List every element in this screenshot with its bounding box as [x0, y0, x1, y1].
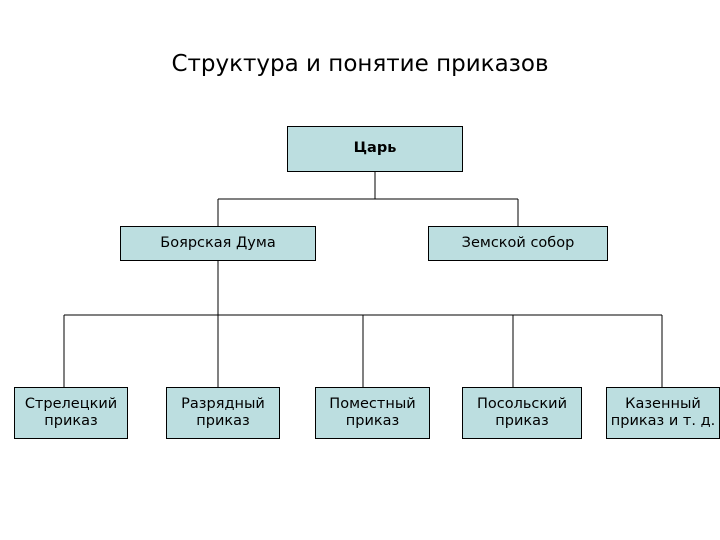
node-razryadny-prikaz[interactable]: Разрядный приказ	[166, 387, 280, 439]
node-posolsky-prikaz-label: Посольский приказ	[476, 395, 567, 429]
node-kazenny-prikaz[interactable]: Казенный приказ и т. д.	[606, 387, 720, 439]
node-razryadny-prikaz-label: Разрядный приказ	[181, 395, 265, 429]
node-pomestny-prikaz[interactable]: Поместный приказ	[315, 387, 430, 439]
node-tsar[interactable]: Царь	[287, 126, 463, 172]
node-posolsky-prikaz[interactable]: Посольский приказ	[462, 387, 582, 439]
node-boyarskaya-duma-label: Боярская Дума	[160, 234, 276, 251]
node-tsar-label: Царь	[353, 140, 397, 157]
page-title: Структура и понятие приказов	[171, 51, 549, 77]
node-streletsky-prikaz[interactable]: Стрелецкий приказ	[14, 387, 128, 439]
node-zemskoy-sobor-label: Земской собор	[461, 234, 575, 251]
node-pomestny-prikaz-label: Поместный приказ	[329, 395, 416, 429]
node-zemskoy-sobor[interactable]: Земской собор	[428, 226, 608, 261]
node-boyarskaya-duma[interactable]: Боярская Дума	[120, 226, 316, 261]
node-streletsky-prikaz-label: Стрелецкий приказ	[24, 395, 118, 429]
node-kazenny-prikaz-label: Казенный приказ и т. д.	[610, 395, 716, 429]
